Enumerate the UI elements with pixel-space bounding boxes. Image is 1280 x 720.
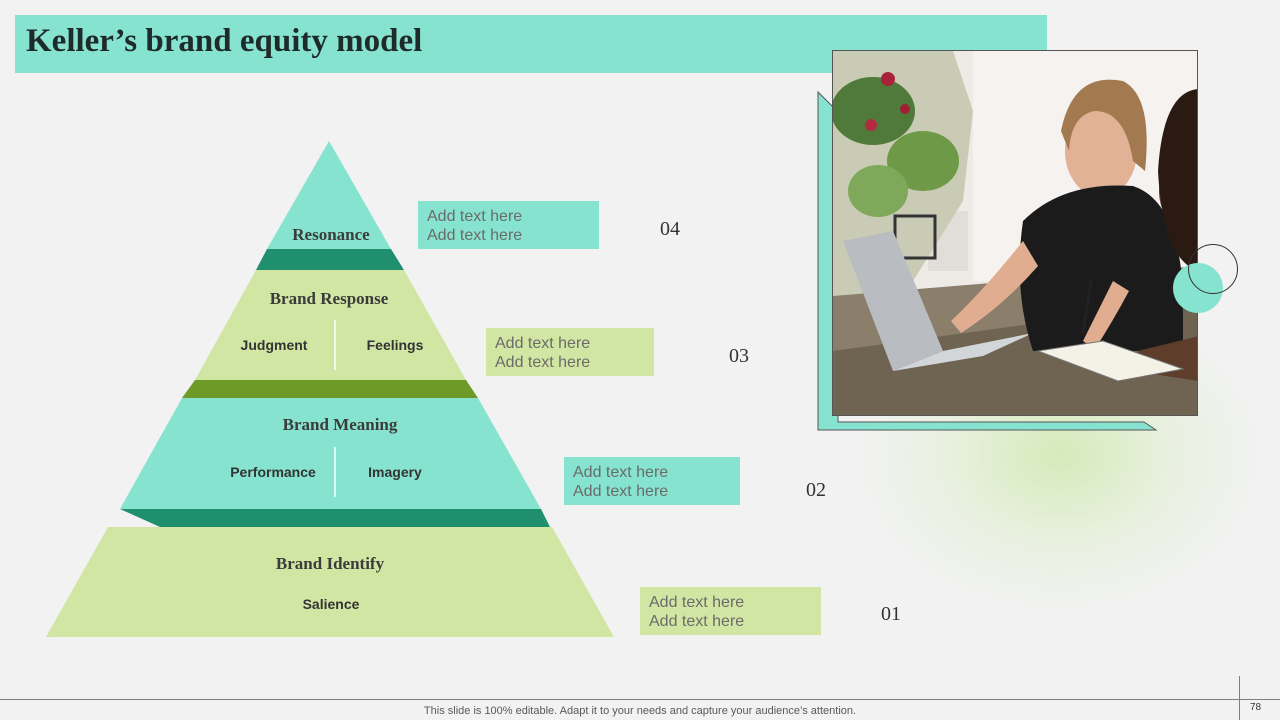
slide-title: Keller’s brand equity model	[26, 23, 423, 59]
text-box-04-line-2: Add text here	[427, 227, 523, 244]
text-box-04-line-1: Add text here	[427, 208, 523, 225]
sub-label-feelings: Feelings	[366, 337, 424, 353]
text-box-03[interactable]: Add text here Add text here	[486, 328, 654, 376]
footer-divider	[0, 699, 1280, 700]
level-number-01: 01	[881, 603, 901, 625]
level-number-02: 02	[806, 479, 826, 501]
team-photo-illustration	[833, 51, 1197, 415]
text-box-01-line-2: Add text here	[649, 613, 745, 630]
text-box-02-line-2: Add text here	[573, 483, 669, 500]
footer-page-divider	[1239, 676, 1240, 720]
team-photo	[832, 50, 1198, 416]
level-number-03: 03	[729, 345, 749, 367]
text-box-03-line-1: Add text here	[495, 335, 591, 352]
pyramid-level-brand-meaning	[120, 398, 541, 509]
pyramid-level-brand-response	[195, 270, 466, 380]
level-title-brand-meaning: Brand Meaning	[282, 415, 398, 434]
pyramid-ledge-brand-meaning	[120, 509, 550, 527]
sub-label-salience: Salience	[302, 596, 360, 612]
text-box-04[interactable]: Add text here Add text here	[418, 201, 599, 249]
sub-label-imagery: Imagery	[368, 464, 422, 480]
sub-label-performance: Performance	[230, 464, 316, 480]
text-box-01[interactable]: Add text here Add text here	[640, 587, 821, 635]
footer-note: This slide is 100% editable. Adapt it to…	[423, 705, 857, 717]
level-title-brand-response: Brand Response	[269, 289, 389, 308]
pyramid-ledge-brand-response	[182, 380, 478, 398]
pyramid-level-resonance	[267, 141, 391, 249]
text-box-01-line-1: Add text here	[649, 594, 745, 611]
text-box-02[interactable]: Add text here Add text here	[564, 457, 740, 505]
page-number: 78	[1250, 702, 1262, 713]
sub-label-judgment: Judgment	[240, 337, 308, 353]
pyramid-level-brand-identify	[46, 527, 614, 637]
level-title-brand-identify: Brand Identify	[275, 554, 385, 573]
text-box-02-line-1: Add text here	[573, 464, 669, 481]
level-number-04: 04	[660, 218, 680, 240]
level-title-resonance: Resonance	[292, 225, 370, 244]
decorative-circle-outline	[1188, 244, 1238, 294]
text-box-03-line-2: Add text here	[495, 354, 591, 371]
pyramid-ledge-resonance	[256, 249, 404, 270]
